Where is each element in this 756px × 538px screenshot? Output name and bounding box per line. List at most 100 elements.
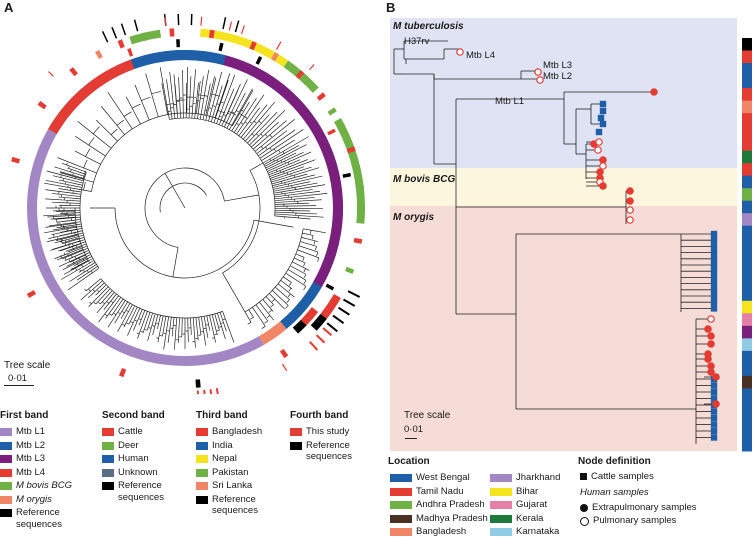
fourth-band-mark bbox=[133, 19, 139, 32]
ring3-tick bbox=[69, 67, 78, 77]
fourth-band-mark bbox=[332, 314, 345, 325]
open-circle-icon bbox=[580, 516, 589, 526]
legend-item: Unknown bbox=[102, 467, 194, 479]
legend-swatch bbox=[196, 468, 208, 477]
group-label-tuberculosis: M tuberculosis bbox=[393, 21, 464, 32]
ring2-ref bbox=[292, 319, 307, 334]
location-strip-cell bbox=[742, 263, 752, 277]
ring3-ref bbox=[310, 313, 327, 331]
location-strip-cell bbox=[742, 175, 752, 189]
cattle-node bbox=[710, 414, 718, 422]
ring2-cattle bbox=[300, 307, 319, 326]
legend-item-label: Mtb L4 bbox=[16, 466, 46, 478]
legend-swatch bbox=[196, 455, 208, 463]
legend-swatch bbox=[102, 482, 114, 490]
legend-item-label: Human bbox=[118, 453, 149, 464]
legend-item-label: Reference sequences bbox=[16, 507, 62, 530]
pulmonary-node bbox=[456, 48, 464, 56]
ring1-l3 bbox=[223, 55, 344, 287]
location-strip-cell bbox=[742, 188, 752, 202]
fourth-band-mark bbox=[337, 306, 350, 316]
tree-scale-label-b: Tree scale bbox=[404, 410, 451, 421]
fourth-band-mark bbox=[309, 341, 319, 351]
legend-item: Mtb L1 bbox=[0, 426, 92, 438]
extrapulmonary-node bbox=[712, 400, 720, 408]
legend-item: Reference sequences bbox=[0, 507, 92, 530]
location-strip-cell bbox=[742, 138, 752, 152]
node-legend-cattle: Cattle samples bbox=[580, 471, 654, 483]
fourth-band-mark bbox=[200, 16, 203, 26]
location-strip-cell bbox=[742, 438, 752, 452]
legend-item: Mtb L3 bbox=[0, 453, 92, 465]
leaf-label-l1: Mtb L1 bbox=[495, 96, 525, 107]
location-strip bbox=[742, 38, 752, 452]
fourth-band-mark bbox=[342, 298, 356, 307]
location-strip-cell bbox=[742, 375, 752, 389]
location-strip-cell bbox=[742, 300, 752, 314]
legend-item: This study bbox=[290, 426, 382, 438]
legend-item-label: Nepal bbox=[212, 453, 237, 464]
fourth-band-marks bbox=[48, 14, 361, 394]
location-label: Kerala bbox=[516, 512, 544, 524]
location-strip-cell bbox=[742, 388, 752, 402]
fourth-band-mark bbox=[164, 16, 167, 27]
location-swatch bbox=[390, 514, 412, 523]
node-legend-human: Human samples bbox=[580, 487, 649, 498]
pulmonary-node bbox=[595, 138, 603, 146]
cattle-node bbox=[710, 408, 718, 415]
tree-b-branches bbox=[393, 40, 713, 444]
circular-phylogenetic-tree bbox=[11, 14, 365, 394]
location-legend-item: Jharkhand bbox=[490, 472, 560, 484]
legend-item-label: Cattle bbox=[118, 426, 143, 437]
legend-item: Sri Lanka bbox=[196, 480, 288, 492]
cattle-node bbox=[597, 114, 605, 122]
location-swatch bbox=[490, 487, 512, 496]
legend-item-label: India bbox=[212, 439, 233, 451]
legend-item-label: Bangladesh bbox=[212, 426, 263, 437]
legend-swatch bbox=[102, 468, 114, 477]
location-legend-item: Bangladesh bbox=[390, 526, 466, 538]
location-strip-cell bbox=[742, 100, 752, 114]
ring1-l4 bbox=[48, 59, 135, 134]
legend-swatch bbox=[0, 441, 12, 450]
cattle-node bbox=[710, 421, 718, 428]
fourth-band-mark bbox=[281, 363, 288, 372]
location-label: Madhya Pradesh bbox=[416, 512, 488, 524]
location-strip-cell bbox=[742, 75, 752, 89]
panel-a-label: A bbox=[4, 0, 14, 15]
location-legend-item: Madhya Pradesh bbox=[390, 513, 488, 525]
legend-item-label: This study bbox=[306, 426, 350, 437]
cattle-node bbox=[710, 382, 718, 389]
filled-circle-icon bbox=[580, 503, 588, 512]
ring3-tick bbox=[327, 107, 337, 116]
extrapulmonary-node bbox=[599, 182, 607, 190]
extrapulmonary-node bbox=[707, 368, 715, 376]
ring2-tick bbox=[127, 48, 134, 57]
fourth-band-mark bbox=[234, 20, 240, 33]
cattle-node bbox=[710, 292, 718, 300]
legend-swatch bbox=[0, 482, 12, 490]
location-swatch bbox=[490, 528, 512, 536]
group-label-bovis: M bovis BCG bbox=[393, 174, 456, 185]
fourth-band-mark bbox=[215, 388, 219, 394]
cattle-node bbox=[710, 268, 718, 275]
location-strip-cell bbox=[742, 400, 752, 414]
location-strip-cell bbox=[742, 338, 752, 352]
location-strip-cell bbox=[742, 38, 752, 52]
location-swatch bbox=[490, 514, 512, 523]
fourth-band-mark bbox=[315, 334, 326, 344]
legend-item: M orygis bbox=[0, 494, 92, 506]
cattle-node bbox=[710, 299, 718, 306]
location-swatch bbox=[390, 487, 412, 496]
panel-b-label: B bbox=[386, 0, 396, 15]
location-legend-item: Kerala bbox=[490, 513, 543, 525]
ring3-tick bbox=[119, 368, 127, 378]
location-swatch bbox=[490, 501, 512, 509]
location-legend-item: Bihar bbox=[490, 486, 538, 498]
location-strip-cell bbox=[742, 50, 752, 64]
cattle-node bbox=[710, 243, 718, 250]
legend-item: M bovis BCG bbox=[0, 480, 92, 492]
